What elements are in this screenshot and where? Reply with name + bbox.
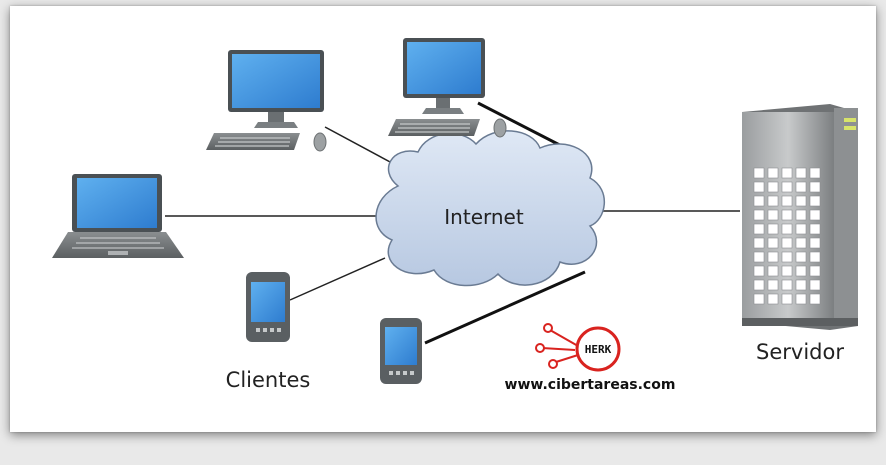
smartphone-icon xyxy=(380,318,422,384)
server-label: Servidor xyxy=(756,340,844,364)
watermark-url: www.cibertareas.com xyxy=(505,377,676,393)
desktop-computer-icon xyxy=(206,50,327,152)
smartphone-icon xyxy=(246,272,290,342)
server-icon xyxy=(742,104,858,330)
clients-label: Clientes xyxy=(226,368,311,392)
logo-text: HERK xyxy=(585,343,612,356)
laptop-icon xyxy=(52,174,184,258)
connection-lines xyxy=(165,101,740,345)
link-phone-left xyxy=(289,257,386,301)
internet-label: Internet xyxy=(444,205,524,229)
link-desktop-left xyxy=(324,126,393,164)
desktop-computer-icon xyxy=(388,38,507,138)
internet-cloud-icon: Internet xyxy=(375,130,606,287)
link-phone-right xyxy=(424,270,586,345)
cibertareas-logo: HERK www.cibertareas.com xyxy=(505,323,676,393)
